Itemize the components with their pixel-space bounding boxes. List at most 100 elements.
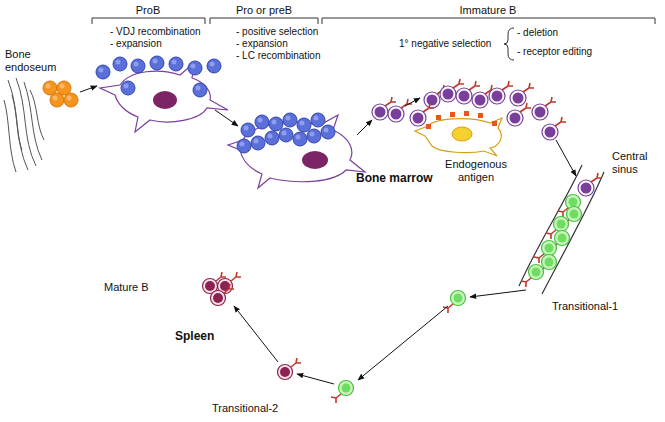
label-holder: - positive selection [236, 26, 318, 38]
region-shape [0, 57, 665, 249]
pre-b-cells [255, 115, 269, 129]
stage-bracket [92, 18, 655, 60]
bone-endosteum [12, 95, 22, 150]
label-holder: Pro or preB [236, 4, 292, 17]
region-label: Spleen [175, 330, 214, 344]
stage-heading: Immature B [460, 4, 517, 17]
label-holder: - receptor editing [517, 46, 592, 58]
pre-b-cells [265, 131, 279, 145]
pro-b-cells [121, 81, 135, 95]
stage-bracket [210, 18, 318, 24]
stem-cells [64, 93, 78, 107]
pre-b-cells [279, 128, 293, 142]
label-holder: - expansion [236, 38, 288, 50]
label-holder: - expansion [110, 38, 162, 50]
stage-step: - expansion [110, 38, 162, 50]
stage-step: 1° negative selection [399, 38, 491, 50]
pro-b-cells [96, 56, 221, 97]
immature-b-cells [542, 117, 566, 140]
migration-arrow [234, 306, 278, 362]
bone-marrow-region: Bone marrow [0, 45, 665, 260]
migration-arrow [215, 110, 238, 126]
migration-arrow [80, 86, 97, 92]
pre-b-cells [293, 132, 307, 146]
stage-heading: Pro or preB [236, 4, 292, 17]
antigen [426, 124, 431, 129]
mature-b-cells [278, 358, 302, 380]
stromal-cell [228, 115, 365, 188]
tissue-label: Bone endoseum [5, 48, 67, 73]
pre-b-cells [311, 113, 325, 127]
stage-step: - receptor editing [517, 46, 592, 58]
stromal-cell [100, 62, 228, 132]
pre-b-cells [283, 113, 297, 127]
sinus-cells [521, 265, 544, 288]
pre-b-cells [251, 136, 265, 150]
antigen-presenting-cell [415, 111, 502, 156]
pre-b-cells [241, 123, 255, 137]
migration-arrow [357, 120, 372, 135]
pro-b-cells [131, 59, 145, 73]
sinus-cells [521, 173, 602, 287]
mature-b-cells [203, 272, 302, 380]
pro-b-cells [96, 65, 110, 79]
transitional-2-cell [331, 381, 354, 404]
pro-b-cells [193, 83, 207, 97]
migration-arrow [556, 140, 576, 176]
stage-step: - positive selection [236, 26, 318, 38]
stage-heading: ProB [136, 4, 160, 17]
stage-step: - LC recombination [236, 50, 320, 62]
immature-b-cells [532, 97, 556, 120]
stromal-cell [153, 91, 177, 109]
pro-b-cells [113, 57, 127, 71]
pro-b-cells [207, 59, 221, 73]
migration-arrow [297, 374, 334, 384]
cell-stage-label: Transitional-1 [552, 300, 618, 313]
label-holder: ProB [136, 4, 160, 17]
region-label: Bone marrow [356, 172, 433, 186]
migration-arrow [470, 290, 526, 297]
stromal-cell [228, 115, 365, 188]
sinus-cells [578, 173, 602, 196]
antigen [492, 121, 497, 126]
migration-arrow [358, 306, 448, 380]
stromal-cell [100, 62, 228, 132]
stage-step: - deletion [517, 27, 558, 39]
pro-b-cells [188, 61, 202, 75]
bone-endosteum [8, 80, 28, 170]
central-sinus [542, 172, 604, 294]
antigen [450, 112, 455, 117]
pro-b-cells [150, 56, 164, 70]
antigen-presenting-cell [452, 127, 472, 141]
spleen-region: Spleen [150, 240, 370, 422]
antigen [464, 111, 469, 116]
immature-b-cells [510, 83, 534, 106]
mature-b-cells [218, 272, 242, 294]
label-holder: Transitional-1 [552, 300, 618, 313]
central-sinus [519, 165, 604, 294]
bone-endosteum [30, 90, 44, 140]
antigen-presenting-cell [415, 118, 502, 156]
stage-bracket [322, 18, 655, 24]
stage-step: - expansion [236, 38, 288, 50]
text-holder: Spleen [175, 330, 214, 344]
antigen [436, 115, 441, 120]
label-holder: Endogenous antigen [440, 158, 512, 183]
stromal-cell [302, 151, 328, 169]
pre-b-cells [237, 113, 335, 153]
label-holder: - deletion [517, 27, 558, 39]
immature-b-cells [489, 81, 513, 104]
bone-endosteum [24, 82, 42, 160]
label-holder: - LC recombination [236, 50, 320, 62]
immature-b-cells [372, 97, 412, 122]
immature-b-cells [388, 99, 412, 122]
immature-b-cells [410, 79, 566, 140]
pre-b-cells [237, 139, 251, 153]
transitional-2-cell [331, 381, 354, 404]
pre-b-cells [269, 117, 283, 131]
label-holder: Mature B [104, 281, 149, 294]
bone-endosteum [4, 100, 16, 172]
pre-b-cells [297, 118, 311, 132]
label-holder: Transitional-2 [212, 402, 278, 415]
